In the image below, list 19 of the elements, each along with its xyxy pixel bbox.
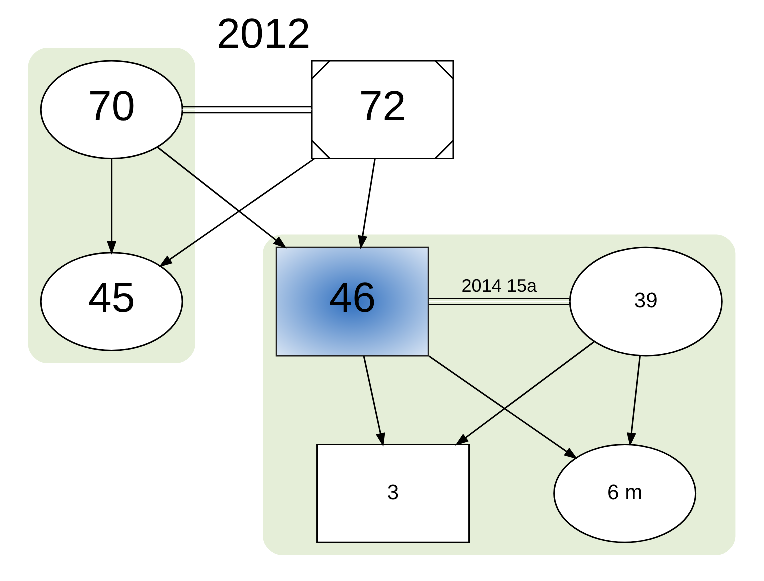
arrow xyxy=(358,158,376,250)
arrow xyxy=(428,356,578,460)
arrow xyxy=(107,159,117,255)
cluster xyxy=(28,48,196,364)
node-box: 3 xyxy=(316,444,470,544)
arrow xyxy=(363,356,386,447)
connector xyxy=(429,298,570,306)
node-ellipse: 45 xyxy=(40,252,184,352)
node-label: 2012 xyxy=(216,10,311,58)
arrow xyxy=(157,146,287,249)
node-ellipse: 70 xyxy=(40,60,184,160)
node-ellipse: 39 xyxy=(569,246,723,357)
edge-label: 2014 15a xyxy=(462,276,538,296)
arrow xyxy=(455,341,595,446)
connector xyxy=(182,106,312,114)
arrow xyxy=(626,356,642,447)
node-box: 46 xyxy=(276,246,430,357)
node-ellipse: 6 m xyxy=(554,444,697,544)
arrow xyxy=(159,158,315,268)
